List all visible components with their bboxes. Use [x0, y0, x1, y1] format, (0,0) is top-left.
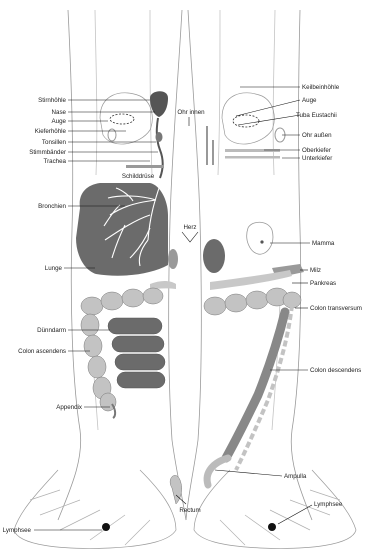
label-oberkiefer: Oberkiefer: [302, 147, 331, 154]
colon-transversum-left: [81, 288, 163, 315]
labels: Stirnhöhle Nase Auge Kieferhöhle Tonsill…: [3, 84, 362, 534]
trachea-organ: [126, 165, 164, 168]
colon-descendens-organ: [226, 312, 285, 458]
label-colon-ascendens: Colon ascendens: [18, 348, 66, 355]
right-foot-toes: [220, 490, 340, 545]
label-auge-right: Auge: [302, 97, 317, 104]
label-stimmbaender: Stimmbänder: [29, 149, 66, 156]
label-lymphsee-right: Lymphsee: [314, 501, 343, 508]
stirnhoehle-organ: [150, 91, 168, 117]
label-pankreas: Pankreas: [310, 280, 336, 287]
mamma-nipple: [260, 240, 263, 243]
label-milz: Milz: [310, 267, 321, 274]
ohr-innen-organ: [207, 126, 213, 165]
label-trachea: Trachea: [44, 158, 67, 165]
lymphsee-right-point: [268, 523, 276, 531]
label-auge-left: Auge: [52, 118, 67, 125]
label-appendix: Appendix: [56, 404, 83, 411]
abdomen-region: [81, 288, 301, 531]
thorax-region: [76, 183, 304, 290]
label-herz: Herz: [183, 224, 196, 231]
label-colon-descendens: Colon descendens: [310, 367, 361, 374]
herz-left-part: [168, 249, 178, 269]
head-region: [100, 91, 285, 178]
herz-organ: [203, 239, 225, 273]
label-bronchien: Bronchien: [38, 203, 66, 210]
label-mamma: Mamma: [312, 240, 335, 247]
label-nase: Nase: [52, 109, 67, 116]
label-lymphsee-left: Lymphsee: [3, 527, 32, 534]
label-keilbeinhoehle: Keilbeinhöhle: [302, 84, 340, 91]
nase-organ: [157, 118, 163, 178]
right-eye-region: [233, 115, 259, 127]
lymphsee-left-point: [102, 523, 110, 531]
mamma-organ: [247, 222, 273, 254]
label-colon-transversum: Colon transversum: [310, 305, 362, 312]
herz-leader-v: [182, 232, 198, 242]
label-unterkiefer: Unterkiefer: [302, 155, 332, 162]
label-rectum: Rectum: [179, 507, 200, 514]
left-eye-region: [110, 114, 134, 124]
label-lunge: Lunge: [45, 265, 63, 272]
label-duenndarm: Dünndarm: [37, 327, 66, 334]
unterkiefer-organ: [225, 156, 280, 159]
rectum-organ: [170, 475, 182, 504]
oberkiefer-organ: [225, 149, 280, 152]
label-stirnhoehle: Stirnhöhle: [38, 97, 66, 104]
left-foot-toes: [30, 490, 150, 545]
ampulla-organ: [207, 458, 228, 485]
tonsillen-organ: [156, 132, 163, 142]
pankreas-organ: [210, 270, 292, 290]
label-tuba-eustachii: Tuba Eustachii: [296, 112, 337, 119]
label-schilddruese: Schilddrüse: [122, 173, 155, 180]
label-kieferhoehle: Kieferhöhle: [35, 128, 67, 135]
duenndarm-organ: [108, 318, 165, 388]
label-ohr-innen: Ohr innen: [177, 109, 205, 116]
label-ampulla: Ampulla: [284, 473, 307, 480]
label-ohr-aussen: Ohr außen: [302, 132, 332, 139]
label-tonsillen: Tonsillen: [42, 139, 67, 146]
right-head-outline: [222, 93, 274, 144]
